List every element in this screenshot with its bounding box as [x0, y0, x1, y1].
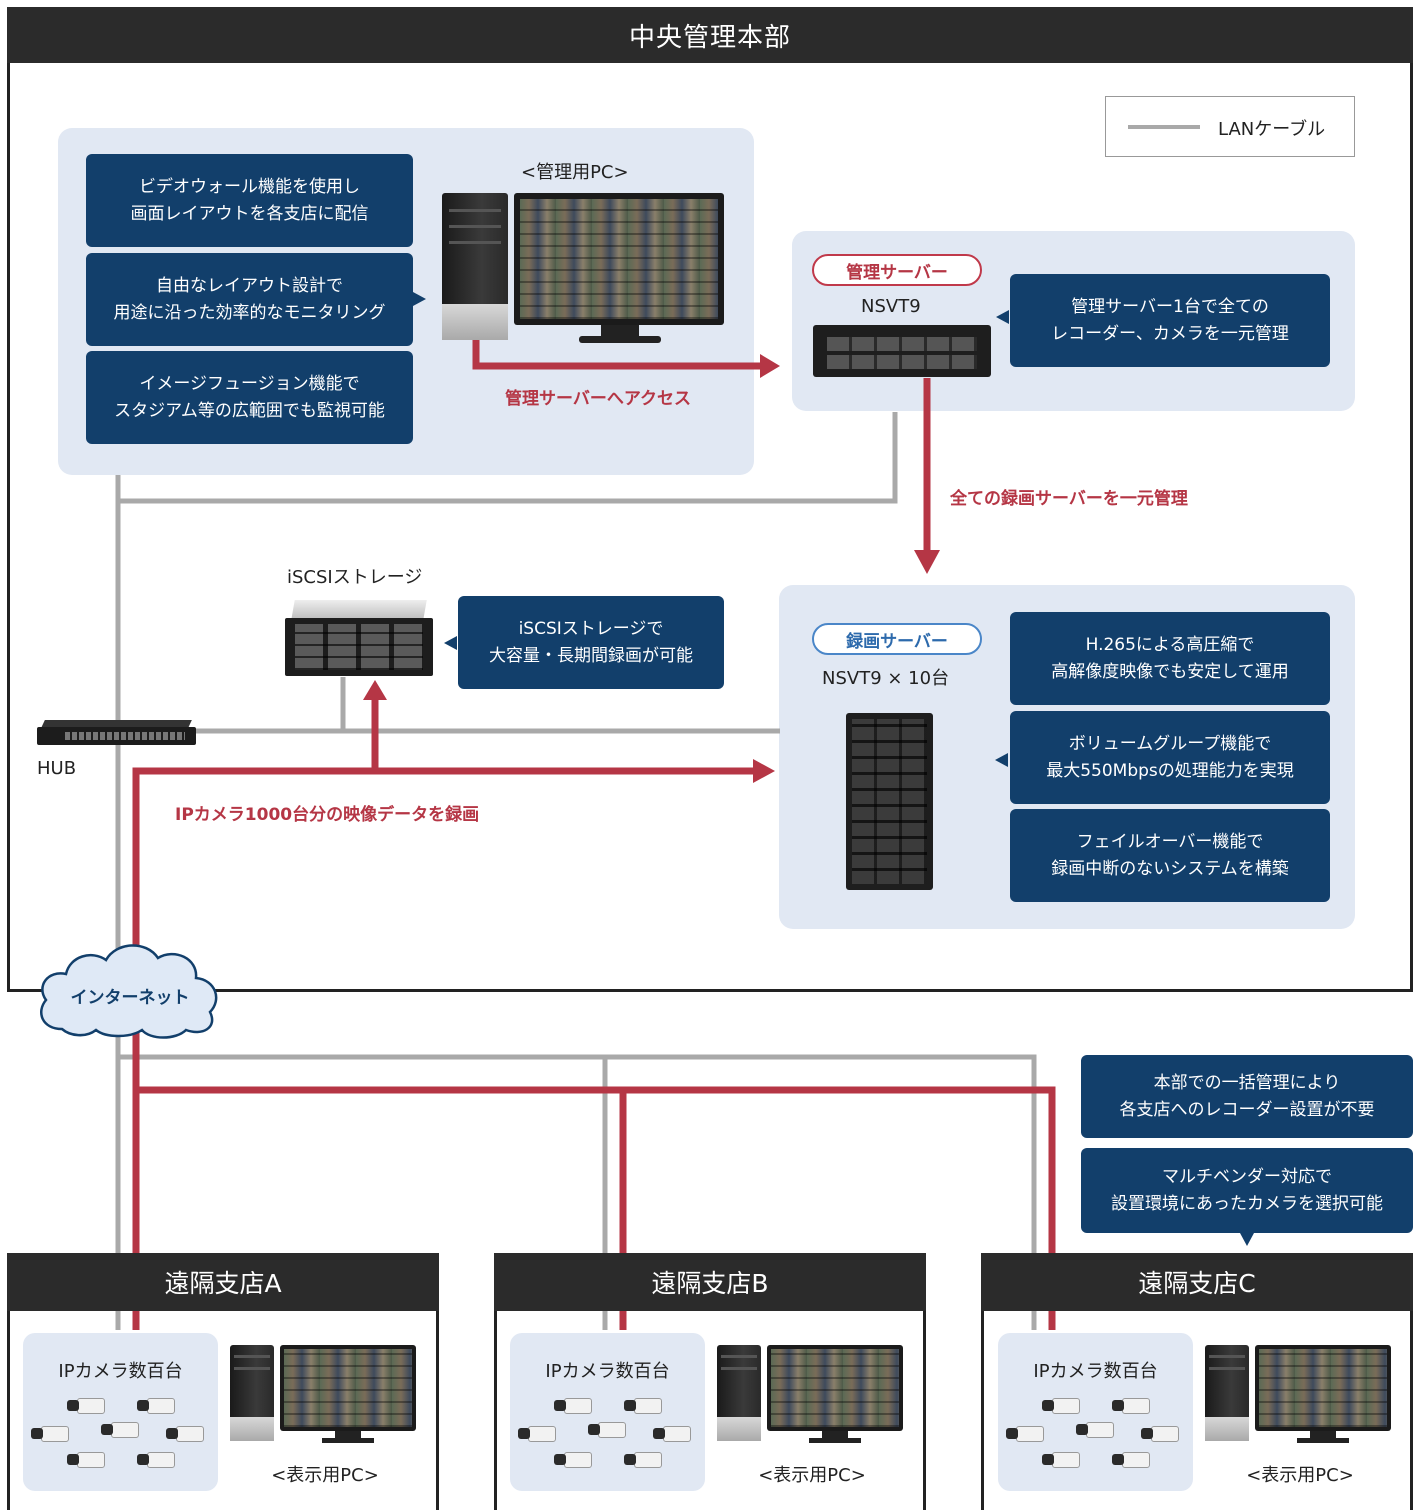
branch-b-camera-label: IPカメラ数百台	[545, 1361, 670, 1382]
branch-c-camera-label: IPカメラ数百台	[1033, 1361, 1158, 1382]
headquarters-title: 中央管理本部	[7, 7, 1413, 63]
red-line-access	[472, 340, 762, 370]
feature-box-storage: iSCSIストレージで 大容量・長期間録画が可能	[458, 596, 724, 689]
branch-a-camera-panel	[23, 1333, 218, 1491]
arrow-to-recorder	[914, 550, 940, 574]
branch-a-pc-label: <表示用PC>	[271, 1465, 379, 1486]
recorder-pointer	[995, 753, 1008, 767]
storage-pointer	[444, 636, 457, 650]
feature-box-h265: H.265による高圧縮で 高解像度映像でも安定して運用	[1010, 612, 1330, 705]
legend: LANケーブル	[1105, 96, 1355, 157]
branch-a-camera-label: IPカメラ数百台	[58, 1361, 183, 1382]
access-label: 管理サーバーへアクセス	[505, 389, 691, 409]
hub-device	[37, 720, 196, 745]
lan-line-branches	[118, 1054, 1037, 1253]
management-server-model: NSVT9	[861, 296, 921, 317]
branch-b-pc-tower	[717, 1345, 761, 1441]
internet-label: インターネット	[70, 988, 190, 1008]
feature-box-videowall: ビデオウォール機能を使用し 画面レイアウトを各支店に配信	[86, 154, 413, 247]
branch-c-title: 遠隔支店C	[981, 1253, 1413, 1311]
branch-c-pc-label: <表示用PC>	[1246, 1465, 1354, 1486]
management-pc-tower	[442, 193, 508, 340]
branch-c-pc-monitor	[1255, 1345, 1391, 1431]
management-pc-title: <管理用PC>	[521, 162, 629, 183]
red-line-record	[132, 767, 757, 1253]
recording-server-rack	[846, 713, 933, 890]
management-server-pill: 管理サーバー	[812, 254, 982, 286]
internet-cloud-icon	[40, 944, 218, 1039]
arrow-to-server	[760, 354, 780, 378]
red-line-branches	[136, 1086, 1056, 1253]
feature-box-volume: ボリュームグループ機能で 最大550Mbpsの処理能力を実現	[1010, 711, 1330, 804]
central-label: 全ての録画サーバーを一元管理	[950, 489, 1188, 509]
lan-line-server	[118, 412, 898, 504]
branch-b-pc-label: <表示用PC>	[758, 1465, 866, 1486]
feature-box-layout: 自由なレイアウト設計で 用途に沿った効率的なモニタリング	[86, 253, 413, 346]
management-pc-monitor	[514, 193, 724, 325]
feature-pointer	[413, 292, 426, 306]
branch-b-cameras	[510, 1390, 705, 1480]
hub-label: HUB	[37, 758, 77, 779]
legend-label: LANケーブル	[1218, 119, 1326, 140]
arrow-to-storage	[363, 680, 387, 700]
branch-a-pc-tower	[230, 1345, 274, 1441]
lan-cable-swatch	[1128, 125, 1200, 129]
storage-title: iSCSIストレージ	[287, 567, 423, 588]
recording-server-pill: 録画サーバー	[812, 623, 982, 655]
management-server-unit	[813, 325, 991, 377]
branch-c-cameras	[998, 1390, 1193, 1480]
storage-unit	[285, 600, 433, 676]
branch-c-camera-panel	[998, 1333, 1193, 1491]
branch-c-pc-tower	[1205, 1345, 1249, 1441]
branch-b-title: 遠隔支店B	[494, 1253, 926, 1311]
branch-a-cameras	[23, 1390, 218, 1480]
note-box-central: 本部での一括管理により 各支店へのレコーダー設置が不要	[1081, 1055, 1413, 1138]
recording-server-model: NSVT9 × 10台	[822, 668, 950, 689]
branch-b-camera-panel	[510, 1333, 705, 1491]
branch-a-pc-monitor	[280, 1345, 416, 1431]
feature-box-fusion: イメージフュージョン機能で スタジアム等の広範囲でも監視可能	[86, 351, 413, 444]
record-label: IPカメラ1000台分の映像データを録画	[175, 805, 480, 825]
note-box-multivendor: マルチベンダー対応で 設置環境にあったカメラを選択可能	[1081, 1148, 1413, 1233]
server-pointer	[996, 310, 1009, 324]
feature-box-central: 管理サーバー1台で全ての レコーダー、カメラを一元管理	[1010, 274, 1330, 367]
branch-a-title: 遠隔支店A	[7, 1253, 439, 1311]
note-pointer	[1240, 1233, 1254, 1246]
feature-box-failover: フェイルオーバー機能で 録画中断のないシステムを構築	[1010, 809, 1330, 902]
arrow-to-record	[753, 759, 775, 783]
branch-b-pc-monitor	[767, 1345, 903, 1431]
